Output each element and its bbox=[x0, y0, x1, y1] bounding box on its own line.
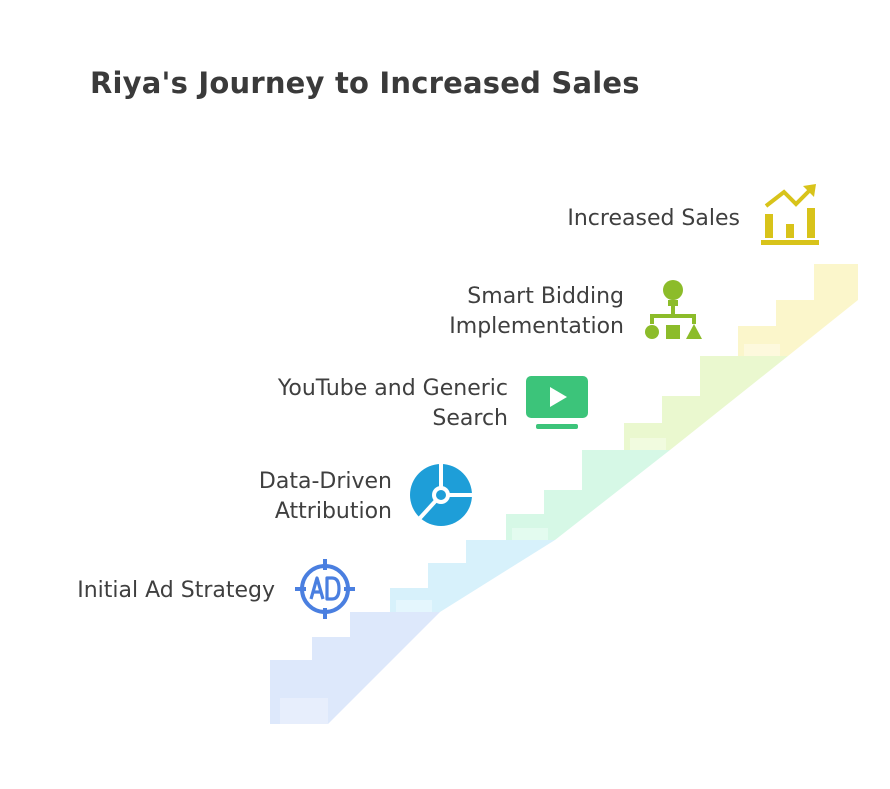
growth-chart-icon bbox=[761, 184, 819, 245]
step-label-data-driven: Data-Driven Attribution bbox=[259, 467, 392, 527]
step-label-line: Data-Driven bbox=[258, 469, 392, 494]
video-screen-icon bbox=[526, 376, 588, 429]
step-label-line: Smart Bidding bbox=[467, 284, 624, 309]
step-label-increased-sales: Increased Sales bbox=[567, 204, 740, 234]
step-label-youtube-search: YouTube and Generic Search bbox=[278, 374, 508, 434]
step-label-line: Search bbox=[432, 406, 508, 431]
step-label-line: Attribution bbox=[274, 499, 392, 524]
step-label-line: Initial Ad Strategy bbox=[77, 578, 275, 603]
stair-section-1 bbox=[270, 612, 440, 724]
stair-section-3 bbox=[506, 450, 670, 540]
diagram-title: Riya's Journey to Increased Sales bbox=[90, 66, 640, 100]
stair-section-5 bbox=[738, 264, 858, 356]
step-label-line: Implementation bbox=[449, 314, 624, 339]
hierarchy-shapes-icon bbox=[645, 280, 702, 339]
step-label-line: Increased Sales bbox=[567, 206, 740, 231]
stair-section-2 bbox=[390, 540, 555, 612]
step-label-smart-bidding: Smart Bidding Implementation bbox=[449, 282, 624, 342]
stair-section-4 bbox=[624, 356, 788, 450]
pie-chart-icon bbox=[410, 464, 472, 526]
step-label-line: YouTube and Generic bbox=[277, 376, 508, 401]
ad-target-icon bbox=[295, 559, 355, 619]
step-label-initial-ad: Initial Ad Strategy bbox=[77, 576, 275, 606]
